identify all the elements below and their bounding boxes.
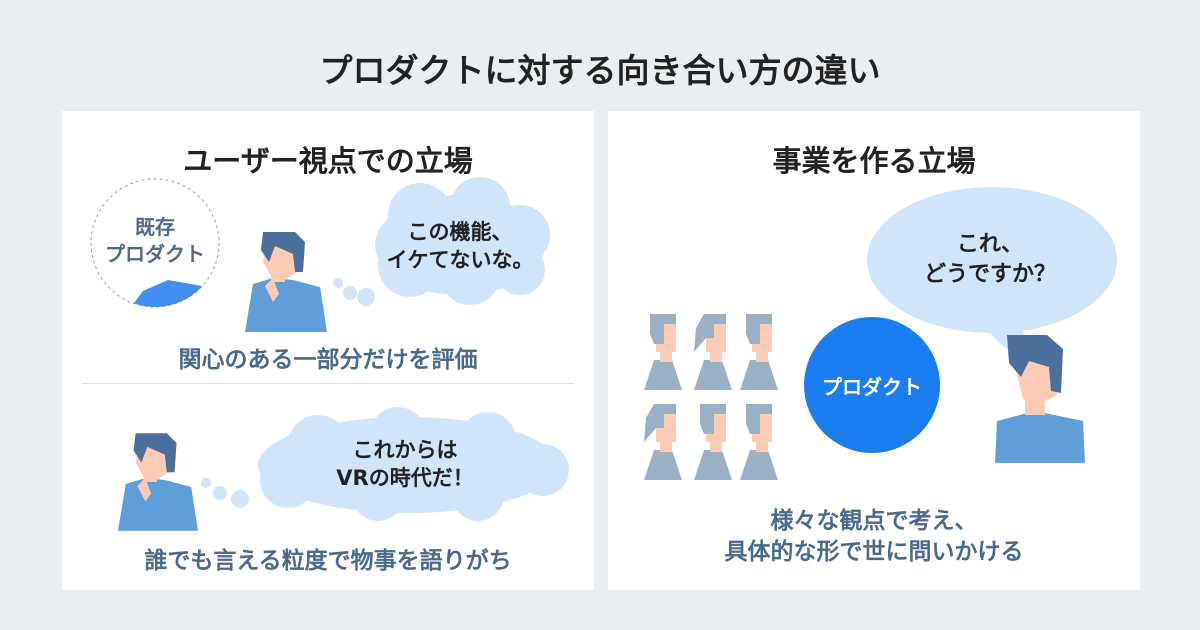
thinking-person-icon — [118, 433, 198, 531]
thought2-line1: これからは — [352, 438, 458, 462]
caption-vague-talk: 誰でも言える粒度で物事を語りがち — [144, 548, 512, 574]
existing-product-circle — [90, 178, 220, 308]
users-group-icon — [644, 314, 778, 480]
product-circle: プロダクト — [804, 317, 940, 453]
page-title: プロダクトに対する向き合い方の違い — [319, 51, 881, 90]
business-person-icon — [995, 335, 1085, 463]
thought1-line2: イケてないな。 — [386, 248, 534, 272]
thought-bubble-2 — [201, 407, 569, 521]
divider — [82, 383, 574, 384]
crowd-of-users — [642, 312, 782, 482]
circle-label-line1: 既存 — [135, 215, 175, 239]
speech-line1: これ、 — [956, 232, 1024, 257]
thought2-line2: VRの時代だ！ — [336, 466, 474, 490]
caption-partial-evaluation: 関心のある一部分だけを評価 — [178, 347, 478, 373]
right-heading: 事業を作る立場 — [772, 144, 976, 178]
thought1-line1: この機能、 — [407, 220, 513, 244]
left-heading: ユーザー視点での立場 — [183, 144, 473, 178]
caption-line1: 様々な観点で考え、 — [770, 508, 978, 534]
caption-line2: 具体的な形で世に問いかける — [724, 539, 1024, 565]
speech-line2: どうですか？ — [923, 262, 1056, 287]
thought-bubble-1 — [333, 177, 550, 306]
circle-label-line2: プロダクト — [105, 242, 205, 266]
thinking-person-icon — [245, 232, 327, 332]
